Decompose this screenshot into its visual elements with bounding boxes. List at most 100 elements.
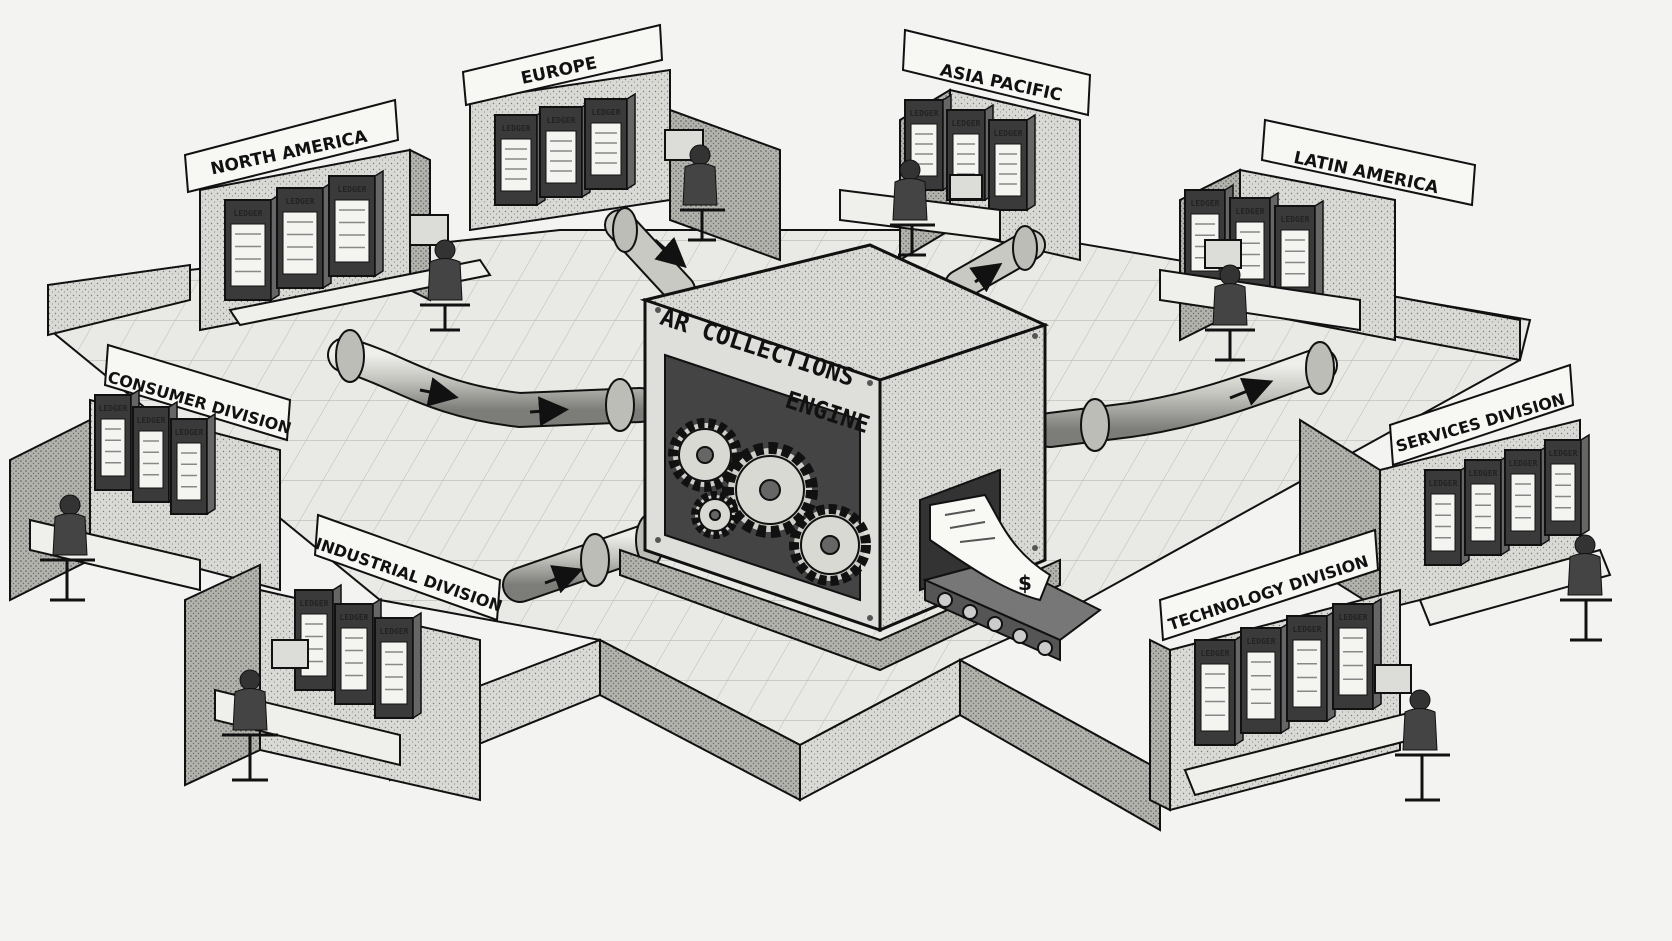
binders-services-division: LEDGER LEDGER LEDGER LEDGER [1424,433,1590,567]
ledger-binder: LEDGER [1194,633,1244,747]
worker-icon [1219,264,1241,286]
worker-body-icon [1567,553,1603,596]
worker-icon [239,669,261,691]
binders-europe: LEDGER LEDGER LEDGER [494,92,636,207]
ledger-binder: LEDGER [988,113,1036,212]
monitor-icon [1204,239,1242,269]
worker-icon [689,144,711,166]
monitor-icon [271,639,309,669]
pipe-flanges [335,207,1335,587]
ledger-label: LEDGER [175,428,204,437]
chair-icon [222,733,278,782]
sign-services-division [1388,363,1575,467]
ledger-binder: LEDGER [224,193,280,302]
monitor-icon [1374,664,1412,694]
ledger-binder: LEDGER [1332,597,1382,711]
worker-icon [434,239,456,261]
ledger-binder: LEDGER [494,108,546,207]
chair-icon [420,303,470,332]
ledger-label: LEDGER [1247,637,1276,646]
ledger-label: LEDGER [380,627,409,636]
ledger-label: LEDGER [1281,215,1310,224]
ledger-binder: LEDGER [1464,453,1510,557]
ledger-label: LEDGER [547,116,576,125]
ledger-label: LEDGER [910,109,939,118]
ledger-label: LEDGER [952,119,981,128]
ledger-label: LEDGER [1469,469,1498,478]
worker-body-icon [1212,283,1248,326]
ledger-binder: LEDGER [374,611,422,720]
sign-asia-pacific [901,28,1092,117]
ledger-label: LEDGER [300,599,329,608]
ledger-label: LEDGER [1339,613,1368,622]
ledger-label: LEDGER [592,108,621,117]
chair-icon [1395,753,1450,802]
ledger-label: LEDGER [994,129,1023,138]
ledger-binder: LEDGER [94,388,140,492]
ledger-label: LEDGER [1429,479,1458,488]
invoice-paper: $ [929,493,1052,602]
binders-consumer-division: LEDGER LEDGER LEDGER [94,388,216,516]
binders-latin-america: LEDGER LEDGER LEDGER [1184,183,1324,303]
ledger-label: LEDGER [1191,199,1220,208]
sign-industrial-division [313,513,502,622]
sign-consumer-division [103,343,292,442]
ledger-binder: LEDGER [584,92,636,191]
ledger-binder: LEDGER [276,181,332,290]
desk-services-division [1418,548,1612,627]
chair-icon [40,558,95,602]
ledger-binder: LEDGER [334,597,382,706]
desk-north-america [228,258,492,327]
ledger-binder: LEDGER [170,412,216,516]
ledger-binder: LEDGER [1424,463,1470,567]
chair-icon [1205,328,1255,362]
laptop-icon [949,174,983,200]
ledger-label: LEDGER [1509,459,1538,468]
arrow-icon [654,236,687,268]
monitor-icon [409,214,449,246]
ledger-binder: LEDGER [132,400,178,504]
worker-icon [899,159,921,181]
worker-body-icon [232,688,268,731]
worker-body-icon [682,163,718,206]
gear-icon [789,504,871,586]
gear-icon [722,442,818,538]
cubicle-services-division: SERVICES DIVISION LEDGERLEDGERLEDGERLEDG… [1299,363,1612,642]
pipes [327,207,1338,603]
invoice-dollar-icon: $ [1018,571,1032,595]
ledger-binder: LEDGER [1286,609,1336,723]
sign-latin-america [1260,118,1477,207]
ar-collections-engine: AR COLLECTIONS ENGINE $ [619,243,1102,672]
ledger-binder: LEDGER [1504,443,1550,547]
gear-icon [668,418,742,492]
ledger-binder: LEDGER [328,169,384,278]
cubicle-technology-division: TECHNOLOGY DIVISION LEDGERLEDGERLEDGERLE… [1149,528,1450,812]
ledger-binder: LEDGER [539,100,591,199]
arrow-icon [544,565,584,594]
binders-industrial-division: LEDGER LEDGER LEDGER [294,583,422,720]
ledger-binder: LEDGER [1544,433,1590,537]
ledger-label: LEDGER [234,209,263,218]
worker-icon [1574,534,1596,556]
ledger-label: LEDGER [502,124,531,133]
ledger-label: LEDGER [99,404,128,413]
worker-icon [1409,689,1431,711]
ledger-label: LEDGER [137,416,166,425]
arrow-icon [969,262,1003,293]
worker-body-icon [1402,708,1438,751]
ledger-label: LEDGER [340,613,369,622]
chair-icon [1560,598,1612,642]
worker-body-icon [892,178,928,221]
sign-europe [461,23,664,107]
ledger-label: LEDGER [338,185,367,194]
conveyor-belt [922,558,1102,662]
ledger-label: LEDGER [1236,207,1265,216]
